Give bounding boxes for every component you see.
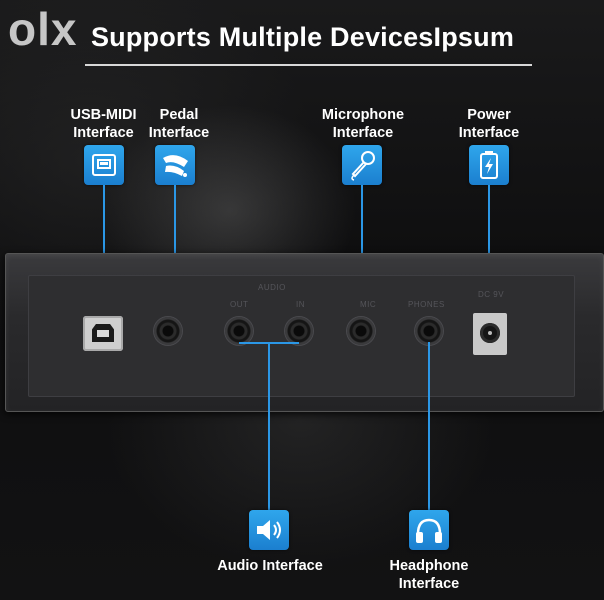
dc-power-port-pin bbox=[488, 331, 492, 335]
microphone-label-line1: Microphone bbox=[321, 107, 405, 123]
usb-b-port-pin bbox=[97, 330, 109, 337]
panel-label-out: OUT bbox=[230, 300, 249, 309]
headphone-label-line1: Headphone bbox=[389, 558, 469, 574]
audio-interface-label: Audio Interface bbox=[217, 558, 323, 574]
watermark-logo: olx bbox=[8, 3, 78, 55]
pedal-label-line2: Interface bbox=[148, 125, 210, 141]
panel-label-dc: DC 9V bbox=[478, 290, 505, 299]
audio-in-jack bbox=[285, 317, 313, 345]
title-underline bbox=[85, 64, 532, 66]
headphone-jack bbox=[415, 317, 443, 345]
audio-out-jack bbox=[225, 317, 253, 345]
battery-icon bbox=[469, 145, 509, 185]
headphones-icon bbox=[409, 510, 449, 550]
usb-midi-label-line1: USB-MIDI bbox=[70, 107, 137, 123]
usb-b-port bbox=[83, 316, 123, 351]
pedal-label: Pedal Interface bbox=[136, 106, 222, 142]
speaker-icon bbox=[249, 510, 289, 550]
pedal-jack bbox=[154, 317, 182, 345]
microphone-connector-line bbox=[361, 185, 363, 298]
power-label-line1: Power bbox=[467, 107, 511, 123]
usb-connector-line bbox=[103, 185, 105, 298]
power-label-line2: Interface bbox=[458, 125, 520, 141]
panel-label-audio: AUDIO bbox=[258, 283, 286, 292]
panel-label-mic: MIC bbox=[360, 300, 377, 309]
dc-power-port bbox=[473, 313, 507, 355]
power-connector-line bbox=[488, 185, 490, 290]
usb-midi-label: USB-MIDI Interface bbox=[56, 106, 151, 142]
panel-label-phones: PHONES bbox=[408, 300, 445, 309]
pedal-icon bbox=[155, 145, 195, 185]
microphone-jack bbox=[347, 317, 375, 345]
microphone-label: Microphone Interface bbox=[308, 106, 418, 142]
headphone-connector-line bbox=[428, 342, 430, 510]
headphone-label-line2: Interface bbox=[398, 576, 460, 592]
usb-port-icon bbox=[84, 145, 124, 185]
pedal-connector-line bbox=[174, 185, 176, 298]
panel-label-in: IN bbox=[296, 300, 305, 309]
power-label: Power Interface bbox=[444, 106, 534, 142]
microphone-icon bbox=[342, 145, 382, 185]
title-bar: Supports Multiple DevicesIpsum bbox=[55, 20, 550, 66]
headphone-label: Headphone Interface bbox=[374, 557, 484, 593]
pedal-label-line1: Pedal bbox=[159, 107, 199, 123]
page-title: Supports Multiple DevicesIpsum bbox=[90, 22, 515, 52]
audio-connector-line bbox=[268, 342, 270, 510]
usb-midi-label-line2: Interface bbox=[73, 125, 134, 141]
microphone-label-line2: Interface bbox=[332, 125, 394, 141]
